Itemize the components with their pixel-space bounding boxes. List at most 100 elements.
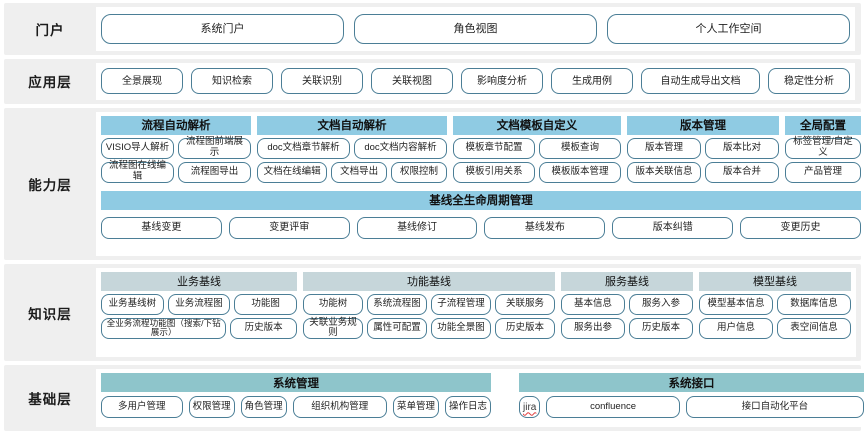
cap-item-doc-content-parse[interactable]: doc文档内容解析 (354, 137, 447, 159)
lifecycle-item-baseline-release[interactable]: 基线发布 (484, 216, 606, 239)
cap-item-flow-online-edit[interactable]: 流程图在线编辑 (101, 161, 174, 183)
base-item-menu-management[interactable]: 菜单管理 (392, 396, 439, 419)
base-group-system-interface: 系统接口 jira confluence 接口自动化平台 (519, 373, 864, 419)
group-row: VISIO导人解析 流程图前端展示 (101, 137, 251, 159)
cap-item-version-merge[interactable]: 版本合并 (705, 161, 779, 183)
base-group-columns: 系统管理 多用户管理 权限管理 角色管理 组织机构管理 菜单管理 操作日志 系统… (101, 373, 864, 419)
cap-item-template-reference[interactable]: 模板引用关系 (453, 161, 535, 183)
layer-body-application: 全景展现 知识检索 关联识别 关联视图 影响度分析 生成用例 自动生成导出文档 … (96, 62, 855, 100)
cap-item-doc-online-edit[interactable]: 文档在线编辑 (257, 161, 328, 183)
base-item-interface-automation-platform[interactable]: 接口自动化平台 (685, 396, 864, 419)
application-button-row: 全景展现 知识检索 关联识别 关联视图 影响度分析 生成用例 自动生成导出文档 … (101, 68, 850, 95)
group-title-business-baseline: 业务基线 (101, 271, 297, 291)
base-item-permission-management[interactable]: 权限管理 (188, 396, 235, 419)
know-item-related-service[interactable]: 关联服务 (495, 293, 555, 315)
know-item-function-chart[interactable]: 功能图 (234, 293, 298, 315)
know-item-business-baseline-tree[interactable]: 业务基线树 (101, 293, 164, 315)
group-row: 全业务流程功能图（搜索/下钻展示） 历史版本 (101, 317, 297, 339)
knowledge-group-columns: 业务基线 业务基线树 业务流程图 功能图 全业务流程功能图（搜索/下钻展示） 历… (101, 271, 851, 339)
cap-item-flow-frontend-display[interactable]: 流程图前端展示 (178, 137, 251, 159)
cap-item-version-relation-info[interactable]: 版本关联信息 (627, 161, 701, 183)
cap-item-template-version-mgmt[interactable]: 模板版本管理 (539, 161, 621, 183)
know-item-attribute-configurable[interactable]: 属性可配置 (367, 317, 427, 339)
base-group-system-management: 系统管理 多用户管理 权限管理 角色管理 组织机构管理 菜单管理 操作日志 (101, 373, 491, 419)
know-item-model-basic-info[interactable]: 模型基本信息 (699, 293, 773, 315)
know-item-sub-flow-management[interactable]: 子流程管理 (431, 293, 491, 315)
know-item-full-business-flow-chart[interactable]: 全业务流程功能图（搜索/下钻展示） (101, 317, 227, 339)
layer-label-portal: 门户 (35, 22, 65, 38)
know-item-tablespace-info[interactable]: 表空间信息 (777, 317, 851, 339)
know-item-history-version-service[interactable]: 历史版本 (629, 317, 693, 339)
layer-label-application: 应用层 (28, 75, 72, 91)
app-item-knowledge-search[interactable]: 知识检索 (191, 68, 273, 95)
portal-item-personal-workspace[interactable]: 个人工作空间 (607, 13, 850, 44)
portal-item-system[interactable]: 系统门户 (101, 13, 344, 44)
app-item-auto-export-doc[interactable]: 自动生成导出文档 (641, 68, 760, 95)
cap-item-tag-management[interactable]: 标签管理/自定义 (785, 137, 861, 159)
layer-application: 应用层 全景展现 知识检索 关联识别 关联视图 影响度分析 生成用例 自动生成导… (4, 58, 861, 104)
app-item-relation-identify[interactable]: 关联识别 (281, 68, 363, 95)
cap-item-version-compare[interactable]: 版本比对 (705, 137, 779, 159)
lifecycle-item-baseline-change[interactable]: 基线变更 (101, 216, 222, 239)
know-item-related-business-rule[interactable]: 关联业务规则 (303, 317, 363, 339)
know-item-service-output-param[interactable]: 服务出参 (561, 317, 625, 339)
know-item-database-info[interactable]: 数据库信息 (777, 293, 851, 315)
app-item-panorama[interactable]: 全景展现 (101, 68, 183, 95)
app-item-generate-usecase[interactable]: 生成用例 (551, 68, 633, 95)
layer-label-capability: 能力层 (28, 177, 72, 193)
cap-item-doc-chapter-parse[interactable]: doc文档章节解析 (257, 137, 350, 159)
lifecycle-title: 基线全生命周期管理 (101, 190, 861, 210)
group-row: 流程图在线编辑 流程图导出 (101, 161, 251, 183)
lifecycle-item-baseline-revision[interactable]: 基线修订 (356, 216, 478, 239)
capability-group-doc-parse: 文档自动解析 doc文档章节解析 doc文档内容解析 文档在线编辑 文档导出 权… (257, 115, 447, 183)
know-item-business-flow-chart[interactable]: 业务流程图 (167, 293, 231, 315)
know-item-service-input-param[interactable]: 服务入参 (629, 293, 693, 315)
portal-button-row: 系统门户 角色视图 个人工作空间 (101, 13, 850, 44)
cap-item-visio-import-parse[interactable]: VISIO导人解析 (101, 137, 174, 159)
app-item-stability-analysis[interactable]: 稳定性分析 (768, 68, 850, 95)
group-row: 关联业务规则 属性可配置 功能全景图 历史版本 (303, 317, 555, 339)
layer-capability: 能力层 流程自动解析 VISIO导人解析 流程图前端展示 流程图在线编辑 流程图… (4, 107, 865, 260)
group-title-doc-parse: 文档自动解析 (257, 115, 447, 135)
know-item-basic-info[interactable]: 基本信息 (561, 293, 625, 315)
group-title-model-baseline: 模型基线 (699, 271, 851, 291)
base-item-jira[interactable]: jira (519, 396, 541, 419)
cap-item-doc-export[interactable]: 文档导出 (331, 161, 388, 183)
group-row: 业务基线树 业务流程图 功能图 (101, 293, 298, 315)
know-item-history-version-business[interactable]: 历史版本 (230, 317, 297, 339)
capability-group-version-mgmt: 版本管理 版本管理 版本比对 版本关联信息 版本合并 (627, 115, 779, 183)
cap-item-product-management[interactable]: 产品管理 (785, 161, 861, 183)
cap-item-flow-export[interactable]: 流程图导出 (178, 161, 251, 183)
capability-group-doc-template: 文档模板自定义 模板章节配置 模板查询 模板引用关系 模板版本管理 (453, 115, 621, 183)
group-row: 用户信息 表空间信息 (699, 317, 851, 339)
portal-item-role-view[interactable]: 角色视图 (354, 13, 597, 44)
know-item-history-version-function[interactable]: 历史版本 (495, 317, 555, 339)
base-item-multi-user-management[interactable]: 多用户管理 (101, 396, 183, 419)
base-item-operation-log[interactable]: 操作日志 (444, 396, 491, 419)
app-item-relation-view[interactable]: 关联视图 (371, 68, 453, 95)
layer-label-base: 基础层 (28, 392, 72, 408)
know-item-system-flow-chart[interactable]: 系统流程图 (367, 293, 427, 315)
base-item-confluence[interactable]: confluence (546, 396, 680, 419)
lifecycle-item-change-review[interactable]: 变更评审 (228, 216, 350, 239)
cap-item-template-query[interactable]: 模板查询 (539, 137, 621, 159)
cap-item-template-chapter-config[interactable]: 模板章节配置 (453, 137, 535, 159)
cap-item-permission-control[interactable]: 权限控制 (391, 161, 447, 183)
layer-portal: 门户 系统门户 角色视图 个人工作空间 (4, 3, 861, 55)
group-row: 模板章节配置 模板查询 (453, 137, 621, 159)
base-item-role-management[interactable]: 角色管理 (240, 396, 287, 419)
layer-body-capability: 流程自动解析 VISIO导人解析 流程图前端展示 流程图在线编辑 流程图导出 文… (96, 111, 865, 256)
knowledge-group-function-baseline: 功能基线 功能树 系统流程图 子流程管理 关联服务 关联业务规则 属性可配置 功… (303, 271, 555, 339)
capability-group-process-parse: 流程自动解析 VISIO导人解析 流程图前端展示 流程图在线编辑 流程图导出 (101, 115, 251, 183)
group-title-system-interface: 系统接口 (519, 373, 864, 393)
app-item-impact-analysis[interactable]: 影响度分析 (461, 68, 543, 95)
cap-item-version-management[interactable]: 版本管理 (627, 137, 701, 159)
know-item-user-info[interactable]: 用户信息 (699, 317, 773, 339)
lifecycle-item-version-correction[interactable]: 版本纠错 (612, 216, 734, 239)
base-item-org-structure-management[interactable]: 组织机构管理 (292, 396, 387, 419)
lifecycle-item-change-history[interactable]: 变更历史 (740, 216, 861, 239)
know-item-function-tree[interactable]: 功能树 (303, 293, 363, 315)
know-item-function-panorama[interactable]: 功能全景图 (431, 317, 491, 339)
group-row: 基本信息 服务入参 (561, 293, 693, 315)
